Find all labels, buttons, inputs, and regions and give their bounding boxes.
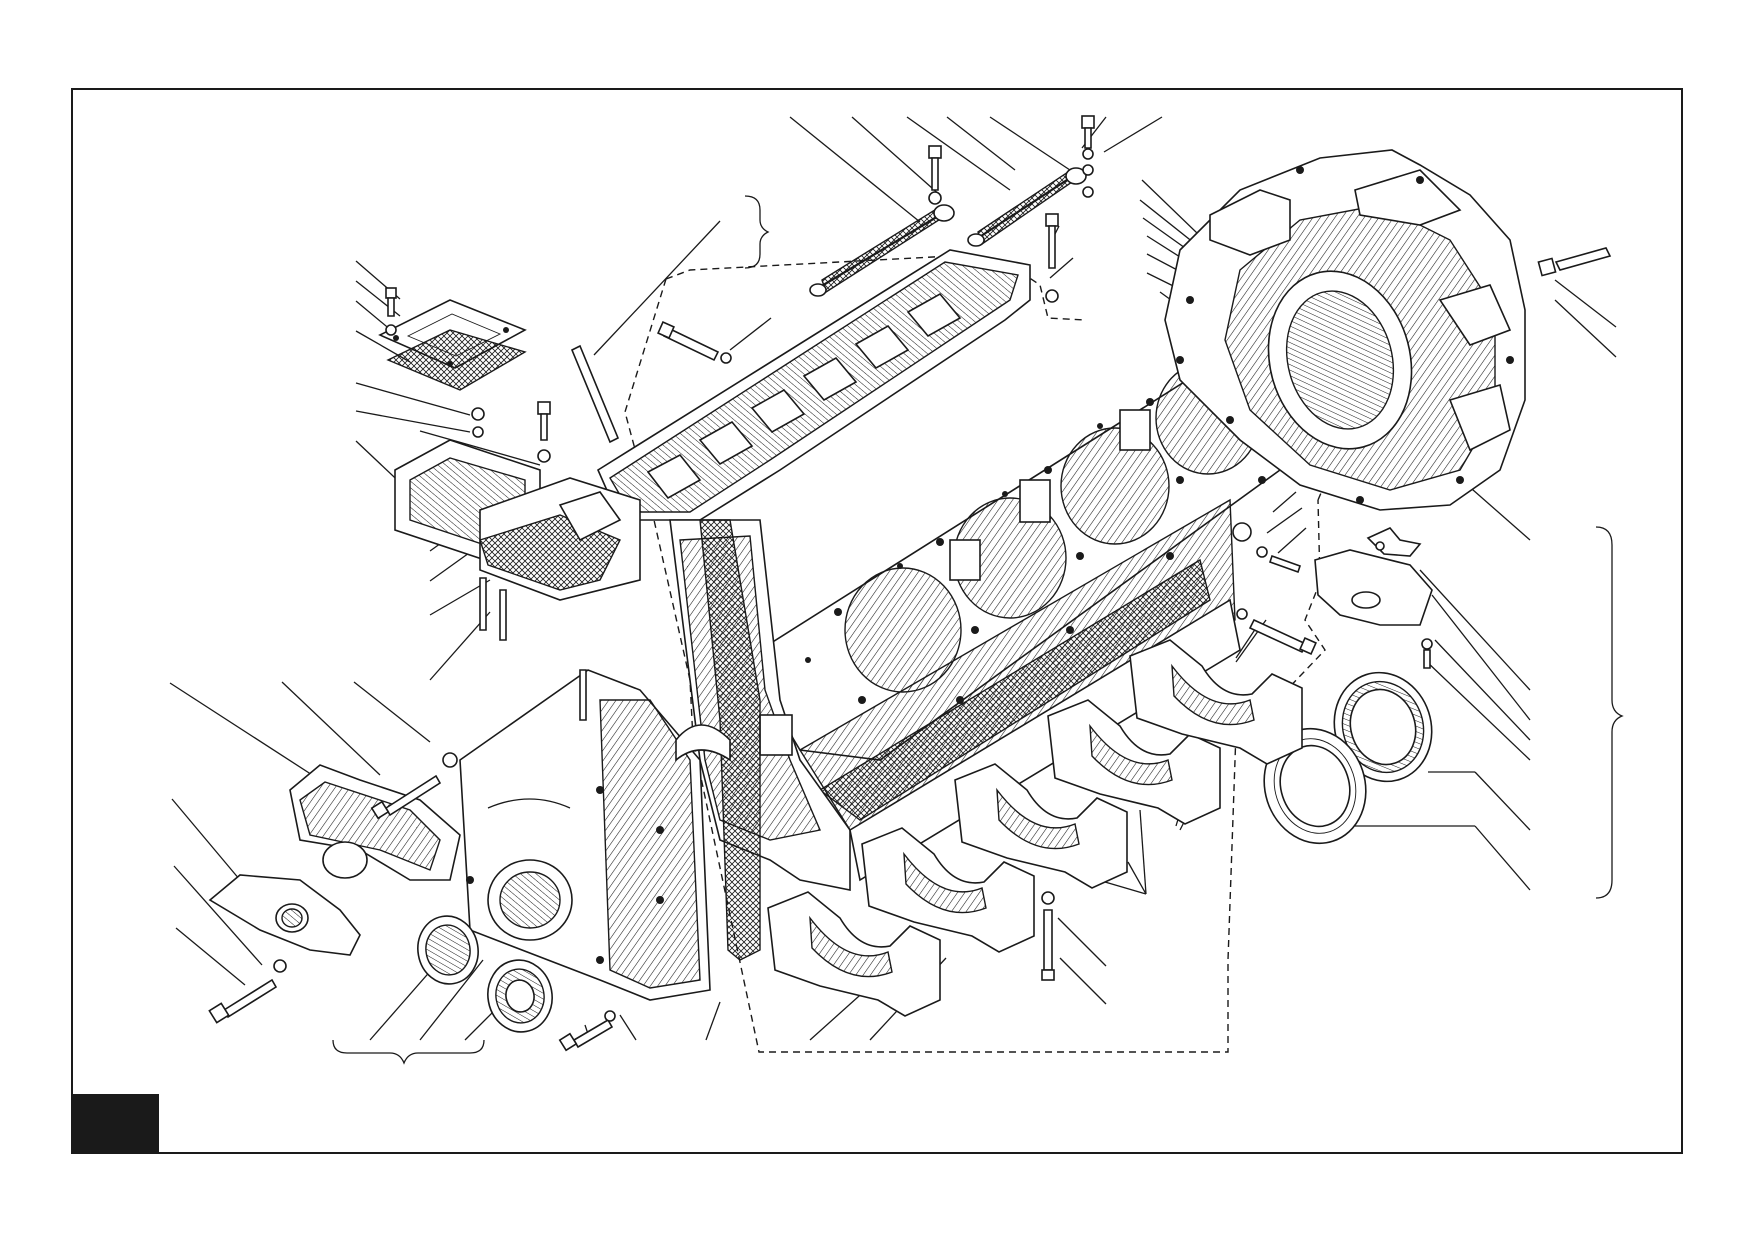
air-inlet-housing: [394, 439, 641, 601]
main-bearing-caps: [767, 639, 1303, 1017]
cylinder-bores: [844, 361, 1261, 693]
cylinder-block: [596, 249, 1281, 891]
timing-gear-cover: [459, 669, 711, 1001]
main-bearing-cap: [861, 827, 1035, 953]
black-corner-tab: [71, 1094, 159, 1154]
main-bearing-cap: [1129, 639, 1303, 765]
drawing-frame: [71, 88, 1683, 1154]
main-bearing-cap: [954, 763, 1128, 889]
bracket-braces: [332, 195, 1624, 1065]
front-gasket: [675, 519, 761, 961]
main-bearing-cap: [767, 891, 941, 1017]
rear-seal-plate: [1314, 527, 1433, 626]
rear-crankshaft-seals: [1263, 671, 1433, 845]
flywheel-housing: [1164, 149, 1526, 511]
front-oil-seals: [417, 915, 553, 1033]
main-bearing-cap: [1047, 699, 1221, 825]
cover-plate-and-gasket: [378, 299, 527, 438]
front-support-bracket: [208, 764, 461, 956]
tie-rods: [809, 167, 1087, 297]
fasteners: [208, 115, 1612, 1052]
